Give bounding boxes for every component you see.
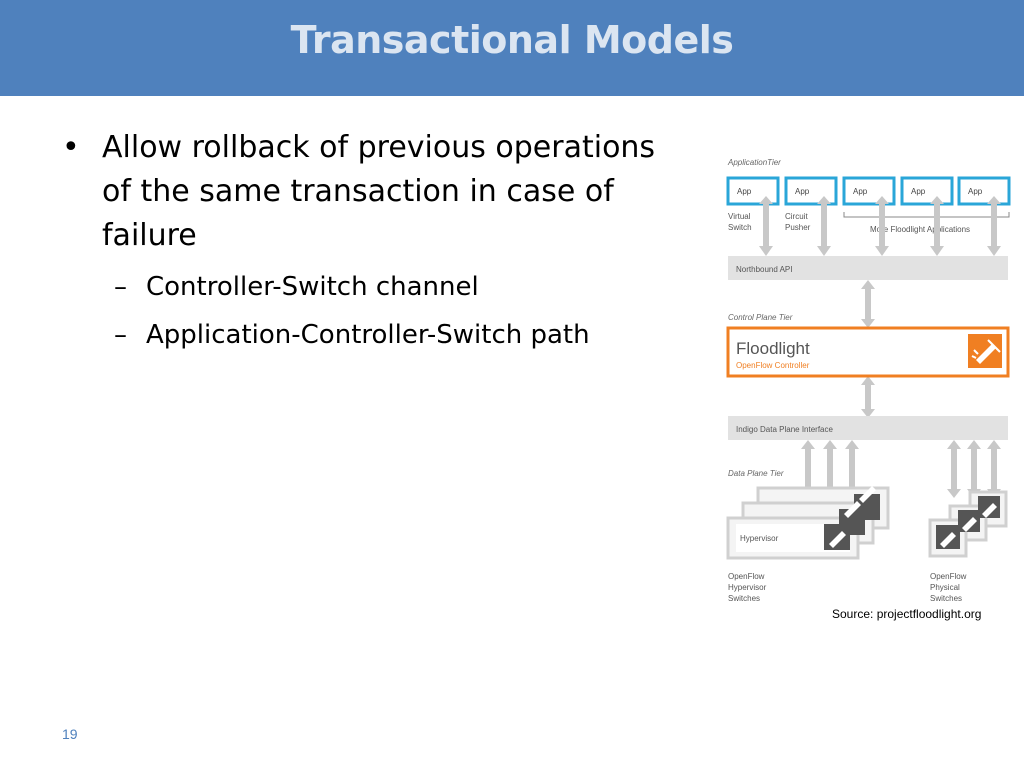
app-box <box>784 176 838 206</box>
northbound-api-band <box>728 256 1008 280</box>
hypervisor-switches-caption: Hypervisor <box>728 583 767 592</box>
app-label: App <box>795 187 810 196</box>
app-box <box>726 176 780 206</box>
bullet-text: Allow rollback of previous operations of… <box>102 130 656 253</box>
hypervisor-label: Hypervisor <box>740 534 779 543</box>
app-box <box>957 176 1011 206</box>
physical-switches-caption: Switches <box>930 594 962 603</box>
app-label: App <box>911 187 926 196</box>
more-apps-bracket <box>843 212 1010 218</box>
sub-bullet-text: Application-Controller-Switch path <box>146 320 590 350</box>
data-plane-tier-label: Data Plane Tier <box>728 469 784 478</box>
application-tier-label: ApplicationTier <box>727 158 781 167</box>
title-bar <box>0 0 1024 96</box>
northbound-api-label: Northbound API <box>736 265 792 274</box>
page-number: 19 <box>62 726 78 742</box>
bullet-item-2: – Controller-Switch channel <box>60 268 636 306</box>
control-plane-tier-label: Control Plane Tier <box>728 313 793 322</box>
app-boxes: App App App App App <box>726 176 1011 206</box>
sub-bullet-marker: – <box>114 272 127 302</box>
app-box <box>900 176 954 206</box>
hypervisor-switches-caption: Switches <box>728 594 760 603</box>
floodlight-architecture-diagram: ApplicationTier App App App App App Virt… <box>722 152 1014 622</box>
app-label: App <box>737 187 752 196</box>
bullet-item-1: • Allow rollback of previous operations … <box>60 126 662 258</box>
bullet-marker: • <box>62 130 80 165</box>
hypervisor-switches-caption: OpenFlow <box>728 572 765 581</box>
hypervisor-stack <box>726 486 890 560</box>
app-label: App <box>968 187 983 196</box>
app-label: App <box>853 187 868 196</box>
bullet-list: • Allow rollback of previous operations … <box>60 126 680 354</box>
more-apps-caption: More Floodlight Applications <box>870 225 970 234</box>
app-arrows <box>759 196 1001 256</box>
indigo-interface-label: Indigo Data Plane Interface <box>736 425 834 434</box>
circuit-pusher-caption: Pusher <box>785 223 811 232</box>
indigo-interface-band <box>728 416 1008 440</box>
source-caption: Source: projectfloodlight.org <box>832 607 982 621</box>
floodlight-title: Floodlight <box>736 339 810 358</box>
app-box <box>842 176 896 206</box>
controller-arrows <box>861 280 875 418</box>
floodlight-logo-icon <box>968 334 1002 368</box>
bullet-item-3: – Application-Controller-Switch path <box>60 316 636 354</box>
sub-bullet-marker: – <box>114 320 127 350</box>
virtual-switch-caption: Virtual <box>728 212 751 221</box>
virtual-switch-caption: Switch <box>728 223 752 232</box>
physical-switches-caption: Physical <box>930 583 960 592</box>
physical-switch-stack <box>928 490 1008 558</box>
slide-title: Transactional Models <box>290 18 734 62</box>
floodlight-controller-box <box>726 326 1010 378</box>
sub-bullet-text: Controller-Switch channel <box>146 272 479 302</box>
physical-switches-caption: OpenFlow <box>930 572 967 581</box>
floodlight-subtitle: OpenFlow Controller <box>736 361 810 370</box>
circuit-pusher-caption: Circuit <box>785 212 808 221</box>
